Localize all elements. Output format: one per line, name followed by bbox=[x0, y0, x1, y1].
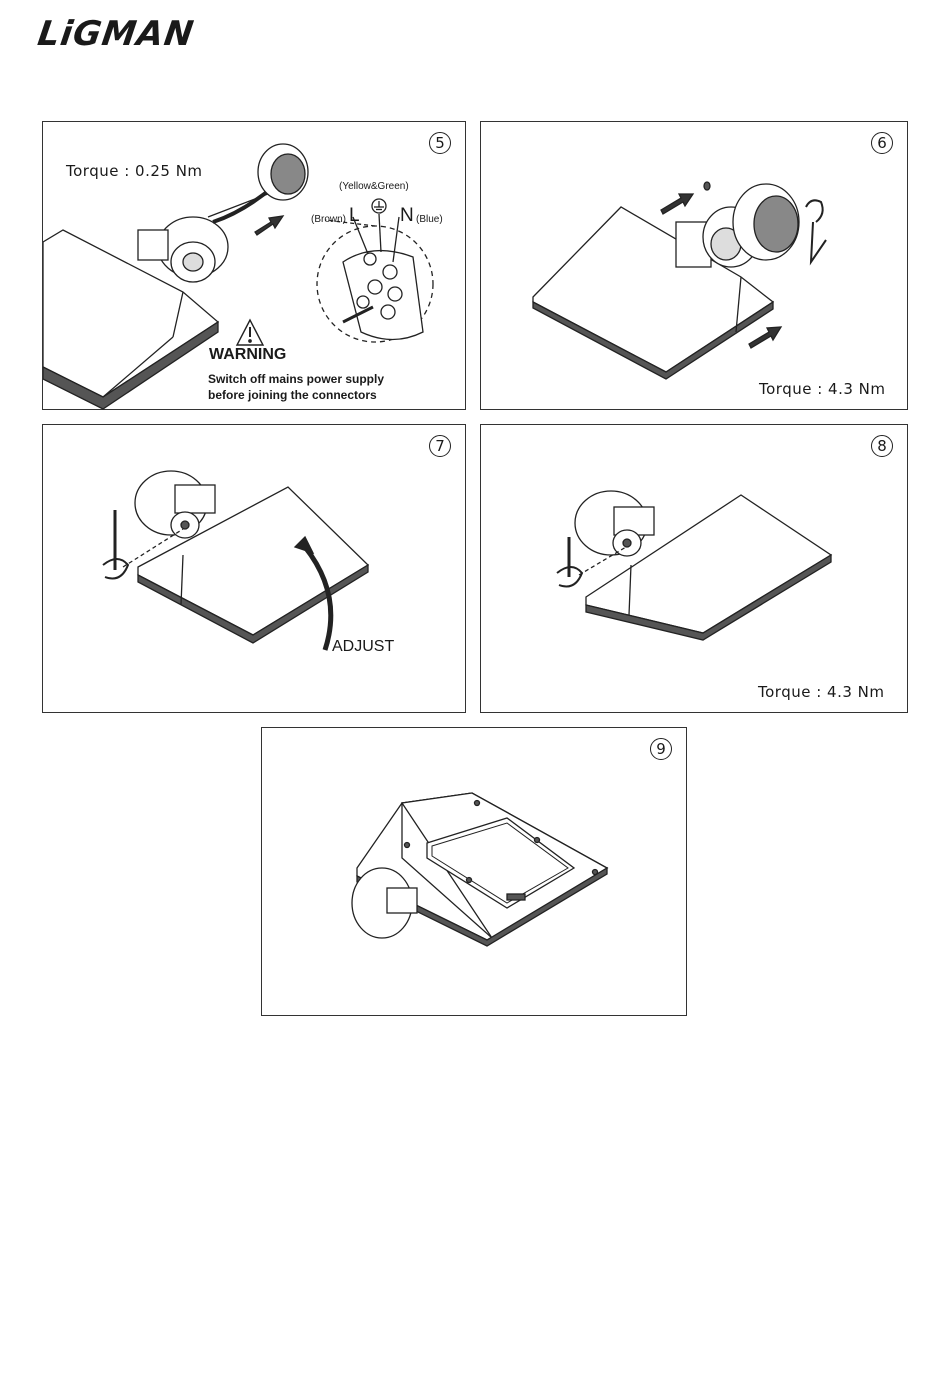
warning-line-1: Switch off mains power supply bbox=[208, 371, 384, 387]
brand-logo: LiGMAN bbox=[35, 14, 196, 54]
step-6-panel: 6 Torque : 4.3 Nm bbox=[480, 121, 908, 410]
step-8-illustration bbox=[481, 425, 909, 714]
neutral-wire-color-label: (Blue) bbox=[416, 214, 443, 225]
step-9-illustration bbox=[262, 728, 688, 1017]
neutral-wire-letter: N bbox=[400, 205, 414, 227]
live-wire-letter: L bbox=[349, 205, 360, 227]
step-5-panel: 5 Torque : 0.25 Nm (Yellow&Green) (Brown… bbox=[42, 121, 466, 410]
live-wire-color-label: (Brown) bbox=[311, 214, 346, 225]
warning-line-2: before joining the connectors bbox=[208, 387, 377, 403]
step-7-panel: 7 ADJUST bbox=[42, 424, 466, 713]
step-9-panel: 9 bbox=[261, 727, 687, 1016]
torque-label: Torque : 4.3 Nm bbox=[759, 380, 886, 398]
step-number: 8 bbox=[871, 435, 893, 457]
step-number: 9 bbox=[650, 738, 672, 760]
step-8-panel: 8 Torque : 4.3 Nm bbox=[480, 424, 908, 713]
warning-title: WARNING bbox=[209, 346, 286, 364]
step-6-illustration bbox=[481, 122, 909, 411]
ground-wire-label: (Yellow&Green) bbox=[339, 181, 409, 192]
step-7-illustration bbox=[43, 425, 467, 714]
step-number: 7 bbox=[429, 435, 451, 457]
torque-label: Torque : 0.25 Nm bbox=[66, 162, 203, 180]
step-number: 5 bbox=[429, 132, 451, 154]
step-number: 6 bbox=[871, 132, 893, 154]
torque-label: Torque : 4.3 Nm bbox=[758, 683, 885, 701]
adjust-label: ADJUST bbox=[332, 638, 394, 656]
